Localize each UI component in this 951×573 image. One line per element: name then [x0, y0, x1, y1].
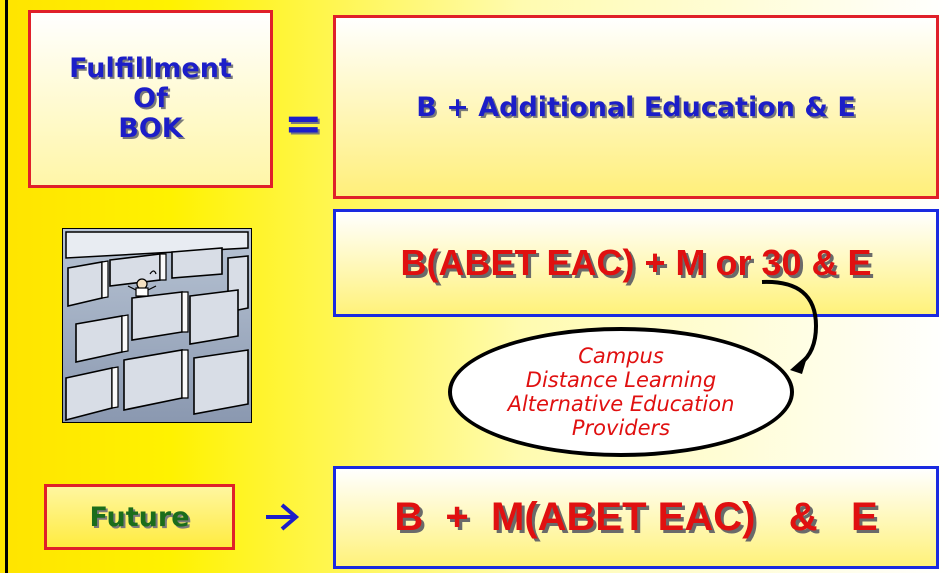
- formula-additional-education: B + Additional Education & E: [416, 91, 856, 123]
- person-in-maze: [127, 270, 157, 297]
- formula-box-future: B + M(ABET EAC) & E: [333, 466, 939, 569]
- future-label: Future: [89, 501, 190, 533]
- formula-abet-eac-m-or-30: B(ABET EAC) + M or 30 & E: [400, 242, 872, 283]
- maze-clipart-icon: [62, 228, 252, 423]
- left-border-line: [5, 0, 8, 573]
- oval-line-distance-learning: Distance Learning: [525, 368, 717, 392]
- bok-line-1: Fulfillment: [69, 52, 232, 84]
- right-arrow-icon: [266, 503, 300, 531]
- education-options-oval: Campus Distance Learning Alternative Edu…: [448, 327, 794, 457]
- fulfillment-bok-box: Fulfillment Of BOK: [28, 10, 273, 188]
- future-box: Future: [44, 484, 235, 550]
- formula-future: B + M(ABET EAC) & E: [394, 495, 878, 539]
- equals-sign: =: [284, 96, 323, 150]
- oval-line-providers: Providers: [571, 416, 671, 440]
- oval-line-alternative-education: Alternative Education: [507, 392, 735, 416]
- formula-box-abet-eac: B(ABET EAC) + M or 30 & E: [333, 209, 939, 317]
- curved-arrow-icon: [761, 279, 819, 374]
- bok-line-3: BOK: [118, 113, 183, 145]
- oval-line-campus: Campus: [578, 344, 664, 368]
- bok-line-2: Of: [133, 82, 168, 114]
- formula-box-additional-education: B + Additional Education & E: [333, 15, 939, 199]
